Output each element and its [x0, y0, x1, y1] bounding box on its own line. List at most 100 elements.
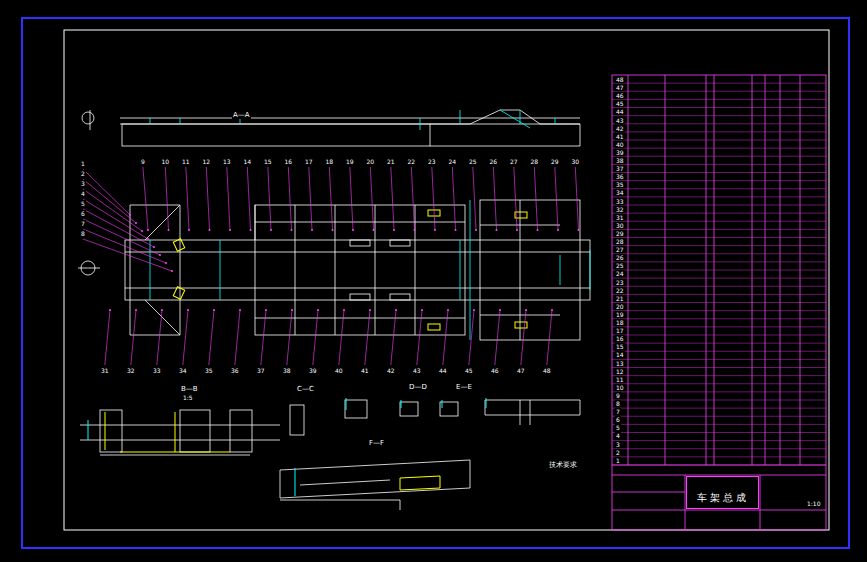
callout-number: 34 — [178, 367, 188, 374]
table-cell: 46 — [615, 92, 625, 99]
leader-dot — [159, 254, 161, 256]
leader-dot — [343, 309, 345, 311]
callout-number: 10 — [161, 158, 171, 165]
leader-dot — [265, 309, 267, 311]
leader-line — [209, 310, 214, 365]
leader-line — [452, 167, 455, 230]
callout-number: 13 — [222, 158, 232, 165]
callout-number: 15 — [263, 158, 273, 165]
table-cell: 7 — [615, 408, 621, 415]
leader-line — [131, 310, 136, 365]
leader-line — [235, 310, 240, 365]
table-cell: 47 — [615, 84, 625, 91]
table-cell: 11 — [615, 376, 625, 383]
leader-line — [227, 167, 230, 230]
leader-line — [313, 310, 318, 365]
table-cell: 32 — [615, 206, 625, 213]
table-cell: 9 — [615, 392, 621, 399]
leader-line — [391, 167, 394, 230]
leader-line — [417, 310, 422, 365]
leader-line — [514, 167, 517, 230]
table-cell: 2 — [615, 449, 621, 456]
leader-dot — [147, 229, 149, 231]
leader-dot — [557, 229, 559, 231]
leader-line — [83, 229, 166, 263]
callout-number: 1 — [80, 160, 86, 167]
leader-line — [339, 310, 344, 365]
leader-dot — [291, 229, 293, 231]
callout-number: 27 — [509, 158, 519, 165]
callout-number: 38 — [282, 367, 292, 374]
leader-line — [555, 167, 558, 230]
callout-number: 30 — [571, 158, 581, 165]
leader-line — [575, 167, 578, 230]
leader-dot — [229, 229, 231, 231]
callout-number: 45 — [464, 367, 474, 374]
leader-line — [309, 167, 312, 230]
leader-dot — [147, 238, 149, 240]
callout-number: 2 — [80, 170, 86, 177]
leader-line — [83, 169, 130, 215]
callout-number: 44 — [438, 367, 448, 374]
scale: 1:5 — [182, 394, 194, 401]
leader-dot — [317, 309, 319, 311]
callout-number: 39 — [308, 367, 318, 374]
leader-line — [350, 167, 353, 230]
leader-dot — [161, 309, 163, 311]
leader-dot — [332, 229, 334, 231]
leader-line — [443, 310, 448, 365]
table-cell: 23 — [615, 279, 625, 286]
table-cell: 26 — [615, 254, 625, 261]
leader-dot — [239, 309, 241, 311]
callout-number: 19 — [345, 158, 355, 165]
leader-dot — [352, 229, 354, 231]
callout-number: 6 — [80, 210, 86, 217]
leader-dot — [395, 309, 397, 311]
leader-line — [547, 310, 552, 365]
callout-number: 14 — [243, 158, 253, 165]
table-cell: 24 — [615, 270, 625, 277]
table-cell: 17 — [615, 327, 625, 334]
callout-number: 9 — [140, 158, 146, 165]
leader-dot — [421, 309, 423, 311]
table-cell: 20 — [615, 303, 625, 310]
leader-dot — [311, 229, 313, 231]
leader-dot — [578, 229, 580, 231]
section-title: B—B — [180, 386, 199, 393]
leader-dot — [171, 270, 173, 272]
leader-dot — [516, 229, 518, 231]
section-title: A—A — [232, 112, 251, 119]
leader-line — [329, 167, 332, 230]
leader-dot — [213, 309, 215, 311]
table-cell: 40 — [615, 141, 625, 148]
leader-dot — [537, 229, 539, 231]
notes-heading: 技术要求 — [548, 462, 578, 469]
callout-number: 12 — [202, 158, 212, 165]
callout-number: 25 — [468, 158, 478, 165]
table-cell: 5 — [615, 424, 621, 431]
callout-number: 18 — [325, 158, 335, 165]
leader-dot — [499, 309, 501, 311]
table-cell: 35 — [615, 181, 625, 188]
table-cell: 19 — [615, 311, 625, 318]
table-cell: 36 — [615, 173, 625, 180]
section-title: D—D — [408, 384, 428, 391]
leader-line — [493, 167, 496, 230]
table-cell: 1 — [615, 457, 621, 464]
leader-dot — [525, 309, 527, 311]
callout-number: 41 — [360, 367, 370, 374]
scale: 1:10 — [806, 500, 821, 507]
leader-dot — [270, 229, 272, 231]
callout-number: 32 — [126, 367, 136, 374]
leader-line — [534, 167, 537, 230]
leader-line — [186, 167, 189, 230]
leader-line — [370, 167, 373, 230]
leader-dot — [250, 229, 252, 231]
table-cell: 25 — [615, 262, 625, 269]
table-cell: 3 — [615, 441, 621, 448]
leader-dot — [447, 309, 449, 311]
leader-dot — [473, 309, 475, 311]
leader-dot — [551, 309, 553, 311]
table-cell: 43 — [615, 117, 625, 124]
leader-dot — [188, 229, 190, 231]
